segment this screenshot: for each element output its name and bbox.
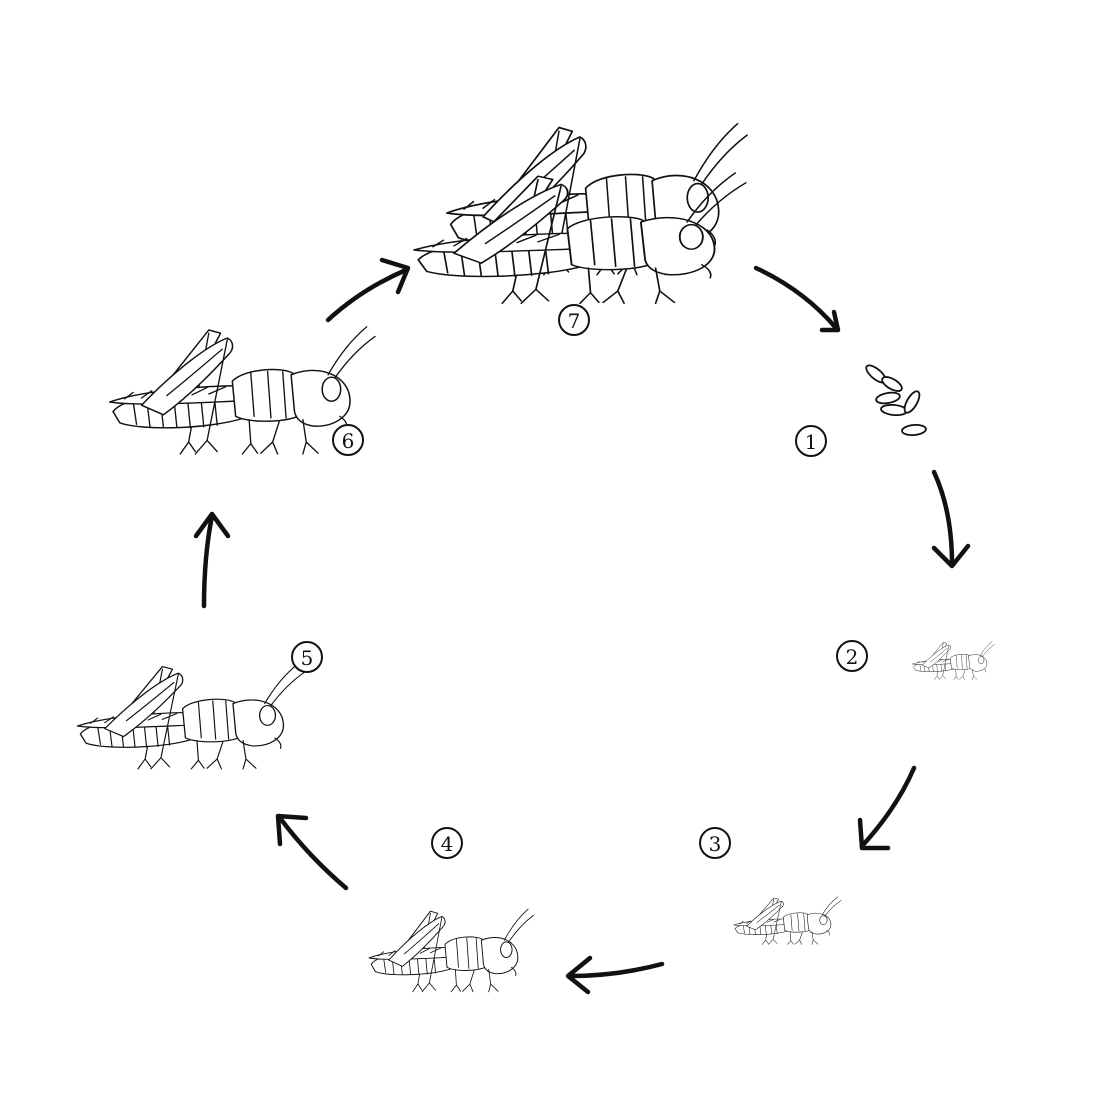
svg-text:5: 5	[301, 646, 314, 670]
svg-text:7: 7	[568, 309, 581, 333]
arrow-1-to-2	[931, 469, 971, 569]
arrow-3-to-4	[565, 955, 665, 995]
arrow-7-to-1	[753, 265, 841, 333]
svg-text:6: 6	[342, 429, 355, 453]
eggs-icon	[865, 364, 927, 436]
stage-number-2: 2	[836, 640, 868, 672]
stage-number-1: 1	[795, 425, 827, 457]
nymph-icon	[912, 641, 995, 680]
svg-text:4: 4	[441, 832, 454, 856]
nymph-icon	[733, 896, 842, 945]
arrow-4-to-5	[275, 813, 349, 891]
arrow-5-to-6	[193, 511, 231, 609]
stage-number-3: 3	[699, 827, 731, 859]
arrow-2-to-3	[857, 765, 917, 851]
stage-number-4: 4	[431, 827, 463, 859]
mating-pair-icon	[413, 122, 748, 305]
svg-text:1: 1	[805, 430, 818, 454]
nymph-icon	[76, 663, 306, 770]
stage-number-7: 7	[558, 304, 590, 336]
svg-text:2: 2	[846, 645, 859, 669]
stage-number-5: 5	[291, 641, 323, 673]
stage-number-6: 6	[332, 424, 364, 456]
nymph-icon	[368, 908, 534, 993]
arrow-6-to-7	[325, 257, 411, 323]
svg-text:3: 3	[709, 832, 722, 856]
